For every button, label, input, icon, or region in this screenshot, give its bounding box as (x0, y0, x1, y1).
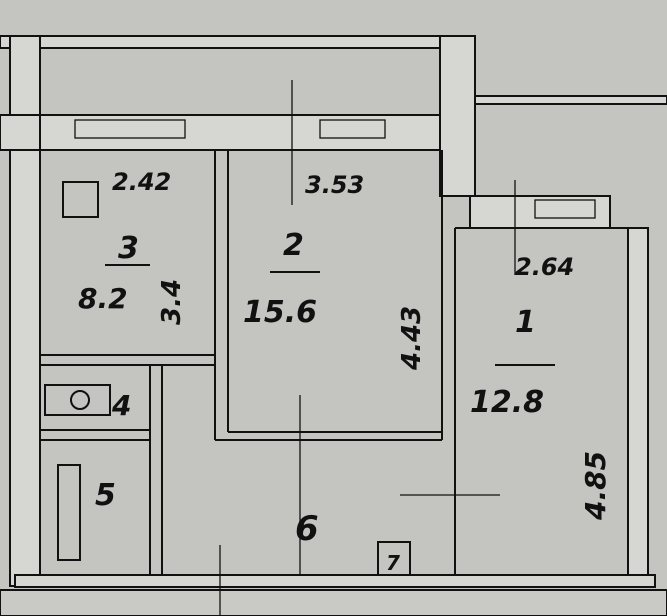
room7-number: 7 (386, 551, 400, 575)
bathtub-icon (57, 464, 81, 561)
room3-area: 8.2 (78, 282, 128, 315)
room4-number: 4 (111, 389, 131, 422)
walls (0, 35, 667, 616)
room1-area: 12.8 (470, 385, 544, 420)
room1-number: 1 (515, 305, 536, 340)
room2-area: 15.6 (243, 295, 317, 330)
vent-icon (377, 541, 411, 576)
room1-width: 2.64 (515, 253, 574, 281)
stove-icon (62, 181, 99, 218)
room1-length: 4.85 (579, 451, 612, 521)
room3-width: 2.42 (112, 168, 171, 196)
room3-length: 3.4 (157, 279, 187, 325)
room6-number: 6 (295, 509, 319, 549)
room2-width: 3.53 (305, 171, 364, 199)
toilet-icon (44, 384, 111, 416)
room3-number: 3 (118, 231, 139, 266)
room5-number: 5 (95, 478, 116, 513)
room2-number: 2 (283, 228, 304, 263)
room2-length: 4.43 (397, 306, 427, 371)
